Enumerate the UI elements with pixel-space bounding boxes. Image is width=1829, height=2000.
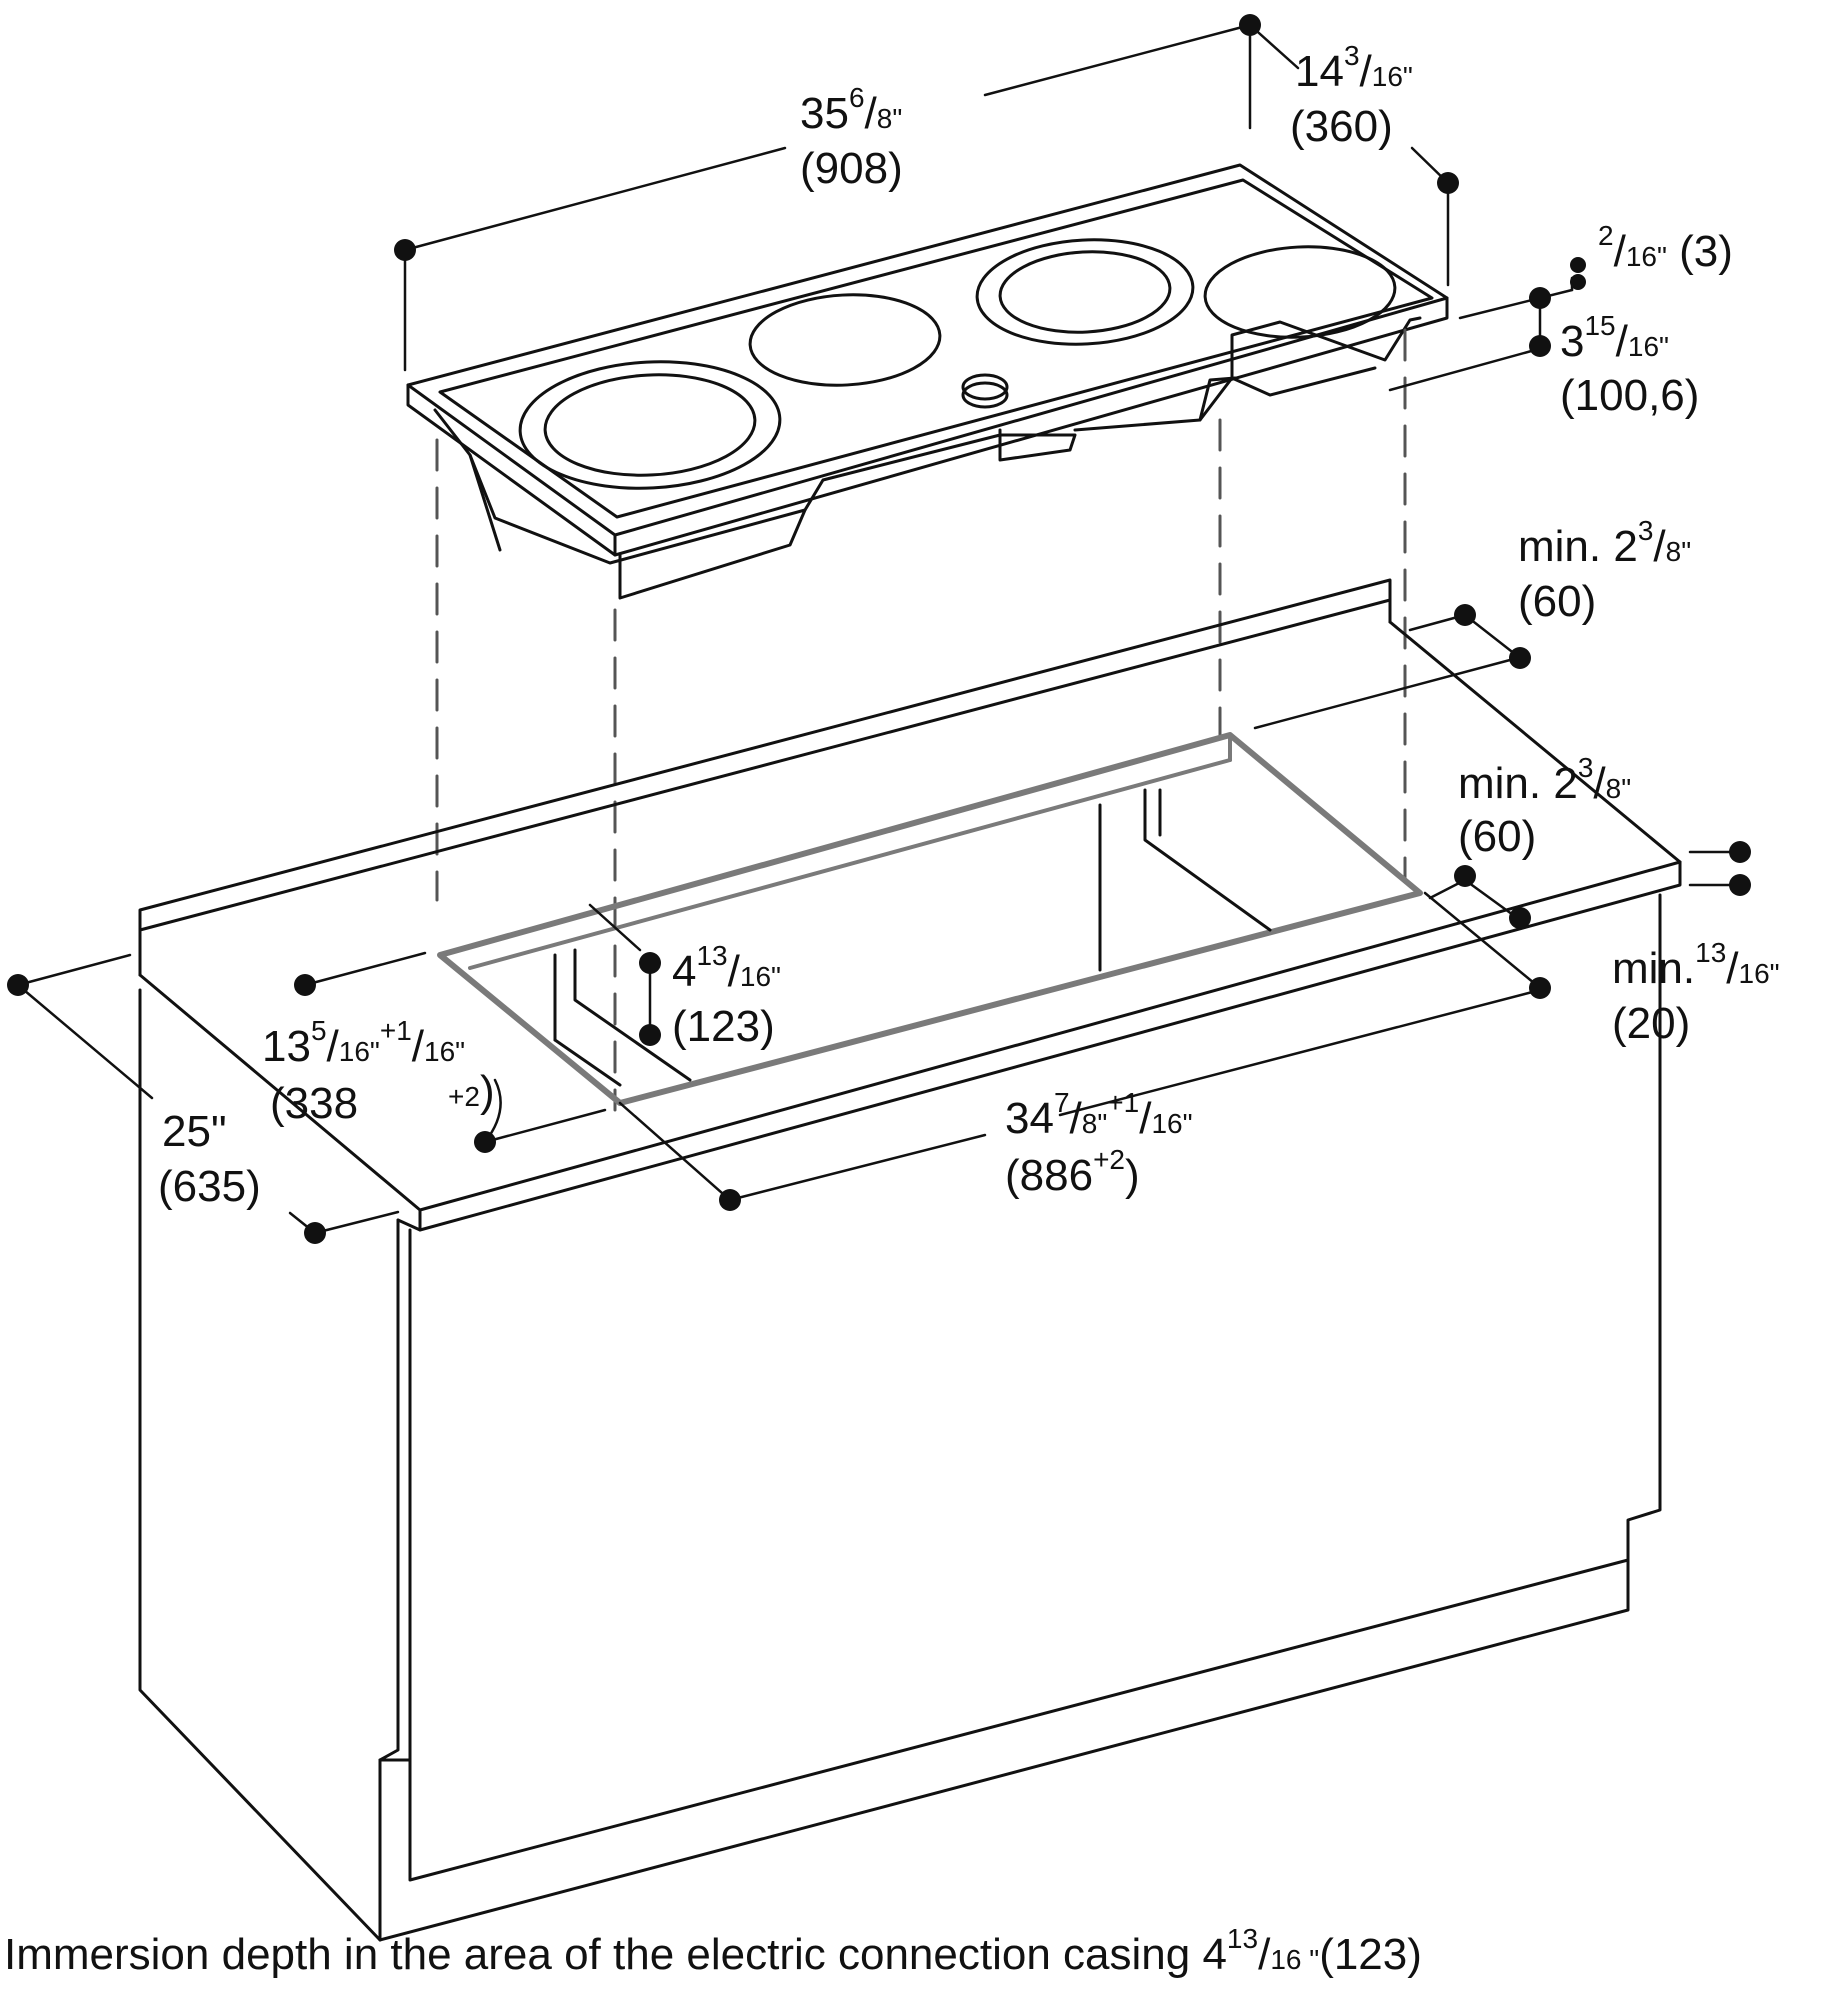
worktop-thickness-metric: (20) — [1612, 999, 1691, 1048]
alignment-lines — [435, 328, 1407, 1112]
side-clearance-metric: (60) — [1458, 812, 1537, 861]
immersion-depth-label: 413/16" — [672, 940, 781, 996]
appliance-height-metric: (100,6) — [1560, 371, 1700, 420]
worktop-thickness-label: min.13/16" — [1612, 937, 1780, 993]
cutout-depth-metric: (338 — [270, 1079, 359, 1128]
control-knob — [961, 381, 1009, 409]
side-clearance-label: min. 23/8" — [1458, 752, 1632, 808]
caption: Immersion depth in the area of the elect… — [4, 1923, 1422, 1980]
immersion-depth-metric: (123) — [672, 1002, 775, 1051]
cooktop-glass-inner — [438, 178, 1434, 519]
rear-clearance-label: min. 23/8" — [1518, 515, 1692, 571]
total-width-metric: (908) — [800, 144, 903, 193]
depth-metric: (360) — [1290, 102, 1393, 151]
cooktop — [406, 163, 1449, 600]
top-thickness-label: 2/16" (3) — [1598, 220, 1733, 276]
appliance-height-label: 315/16" — [1560, 310, 1669, 366]
counter-depth-metric: (635) — [158, 1162, 261, 1211]
worktop-front — [418, 860, 1682, 1232]
cabinet-side — [138, 988, 382, 1942]
cutout-depth-metric-tolerance: +2) — [448, 1067, 495, 1116]
cutout — [437, 732, 1423, 1106]
burner-front-left-inner — [543, 373, 757, 477]
total-width-label: 356/8" — [800, 82, 903, 138]
burner-rear-center — [975, 238, 1195, 346]
depth-label: 143/16" — [1295, 40, 1413, 96]
burner-rear-left — [748, 293, 942, 387]
counter-cabinet — [138, 578, 1682, 1942]
burner-rear-right — [1203, 245, 1397, 339]
counter-depth-label: 25" — [162, 1107, 227, 1156]
cutout-depth-label: 135/16"+1/16" — [262, 1015, 466, 1071]
dimension-dots — [7, 14, 1751, 1244]
cabinet-front — [408, 893, 1662, 1882]
cutout-width-metric: (886+2) — [1005, 1144, 1140, 1200]
backsplash — [138, 578, 1392, 932]
burner-front-left — [518, 360, 782, 490]
cutout-width-label: 347/8"+1/16" — [1005, 1087, 1193, 1143]
rear-clearance-metric: (60) — [1518, 577, 1597, 626]
cutout-inner — [553, 788, 1272, 1087]
burner-rear-center-inner — [998, 250, 1172, 334]
